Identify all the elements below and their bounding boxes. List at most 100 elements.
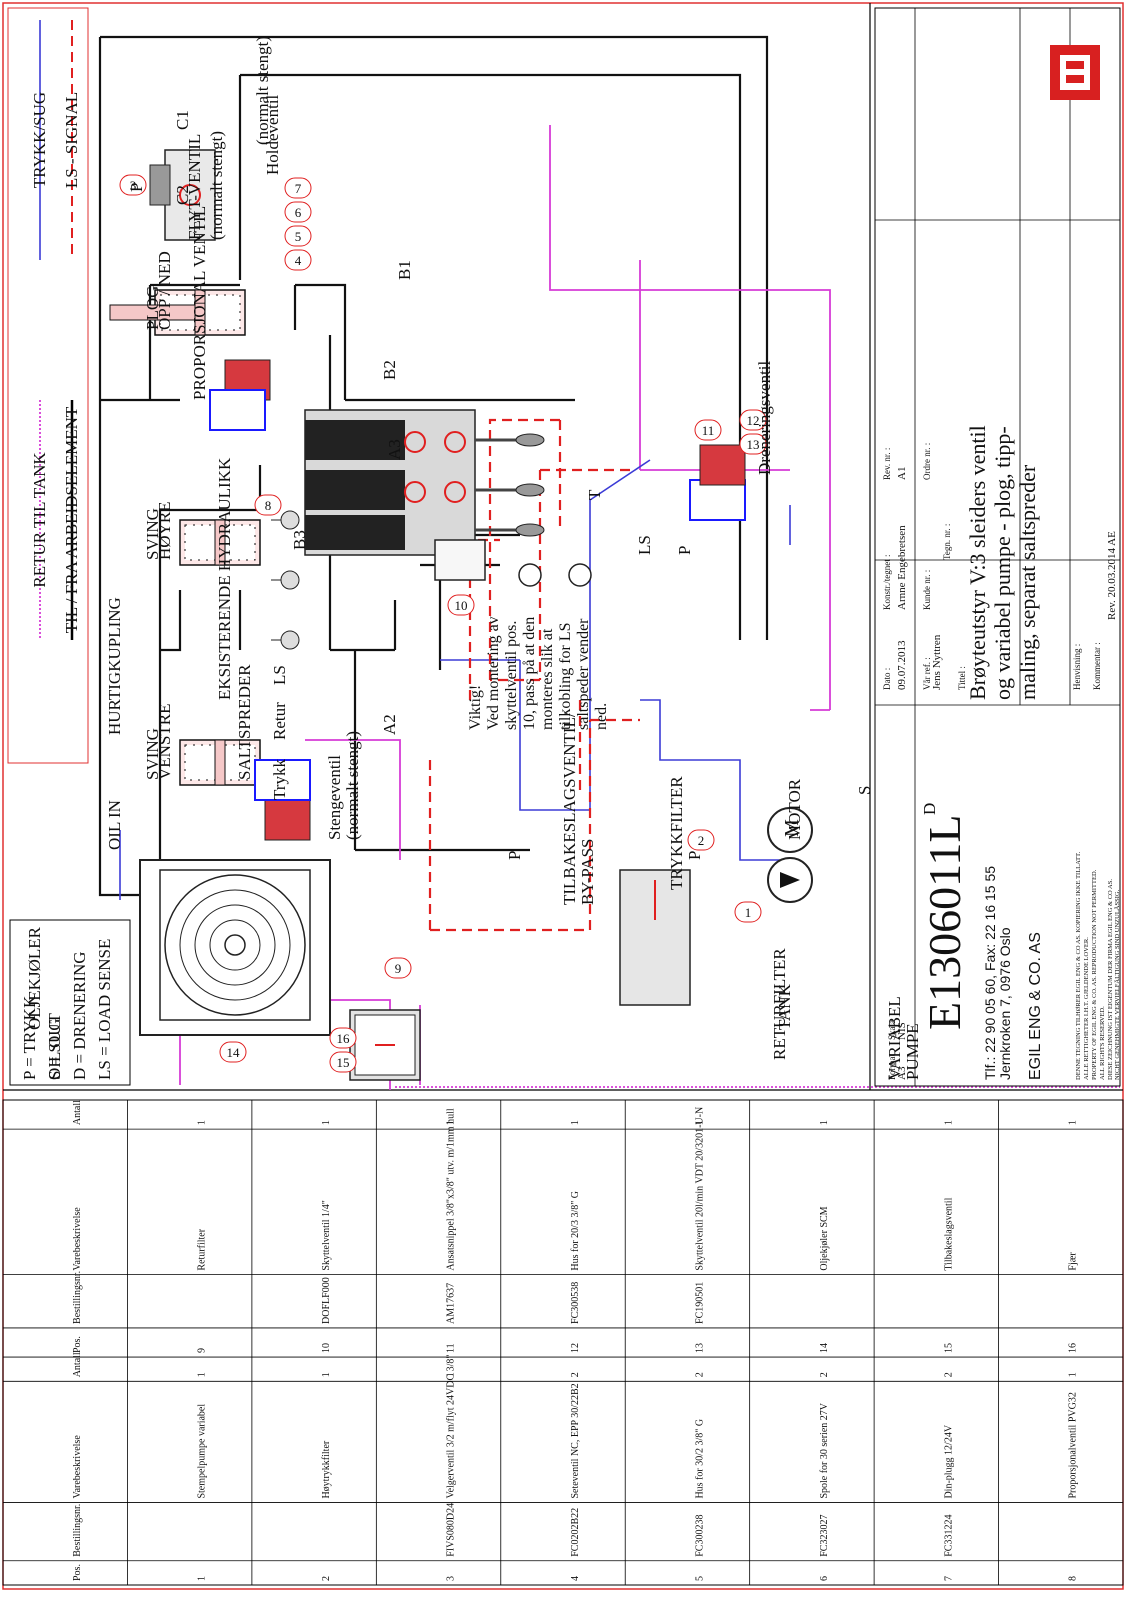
label-tilbakeslag-2: BY-PASS [578, 839, 597, 905]
svg-text:3: 3 [130, 178, 137, 193]
table-cell: 1 [445, 1120, 456, 1125]
label-retur: Retur [270, 702, 289, 740]
table-cell: 1 [197, 1372, 208, 1377]
title-line-2: og variabel pumpe - plog, tipp- [990, 426, 1015, 700]
table-header-cell: Antall [72, 1352, 83, 1377]
return-filter [349, 1009, 421, 1081]
legend-label-retur: RETUR TIL TANK [30, 452, 49, 588]
kunde-label: Kunde nr. : [922, 570, 932, 610]
viktig-line-2: Ved montering av [485, 616, 502, 730]
table-cell: 1 [197, 1120, 208, 1125]
svg-text:2: 2 [698, 833, 705, 848]
pressure-lines [119, 459, 791, 900]
label-c1: C1 [173, 110, 192, 130]
table-cell: Skyttelventil 20l/min VDT 20/3201-U-N [694, 1107, 705, 1271]
legend-label-til-fra: TIL / FRA ARBEIDSELEMENT [62, 406, 81, 633]
svg-text:5: 5 [295, 229, 302, 244]
flyt-ventil [149, 149, 216, 241]
legend-label-trykk: TRYKK/SUG [30, 92, 49, 188]
viktig-line-3: skyttelventil pos. [503, 621, 520, 730]
label-hurtigkupling: HURTIGKUPLING [105, 597, 124, 735]
callout-12: 12 [739, 409, 767, 431]
label-t: T [585, 489, 604, 500]
label-motor-m: M [781, 819, 803, 837]
label-d: D [920, 803, 939, 815]
svg-text:4: 4 [295, 253, 302, 268]
label-stengeventil: Stengeventil [325, 755, 344, 840]
table-cell: Returfilter [197, 1228, 208, 1270]
table-cell: 1 [1068, 1372, 1079, 1377]
svg-text:10: 10 [455, 598, 468, 613]
table-cell: 1 [819, 1120, 830, 1125]
proportional-valve-block [304, 409, 592, 587]
label-tilbakeslag-1: TILBAKESLAGSVENTIL/ [560, 712, 579, 905]
title-line-1: Brøyteutstyr V:3 sleiders ventil [965, 425, 990, 700]
viktig-line-5: monteres slik at [539, 628, 556, 730]
tegn-label: Tegn. nr. : [942, 524, 952, 560]
svg-text:11: 11 [702, 423, 715, 438]
rev-date: Rev. 20.03.2014 AE [1106, 531, 1118, 620]
cylinder-sving-venstre [179, 739, 261, 786]
svg-text:6: 6 [295, 205, 302, 220]
label-stenge-normal: (normalt stengt) [343, 731, 362, 840]
table-cell: FC0202B22 [570, 1508, 581, 1557]
callout-10: 10 [447, 594, 475, 616]
disclaimer: DENNE TEGNING TILHØRER EGIL ENG & CO AS.… [1075, 851, 1121, 1080]
label-eksisterende: EKSISTERENDE HYDRAULIKK [215, 457, 234, 700]
viktig-line-7: saltspeder vender [575, 618, 592, 730]
label-plog: PLOG [143, 286, 162, 330]
svg-text:DIESE ZEICHNUNG IST EIGENTUM D: DIESE ZEICHNUNG IST EIGENTUM DER FIRMA E… [1107, 879, 1114, 1080]
oil-cooler [139, 859, 331, 1036]
company-phone: Tlf.: 22 90 05 60, Fax: 22 16 15 55 [982, 866, 998, 1080]
table-cell: 2 [570, 1372, 581, 1377]
table-cell: 2 [321, 1576, 332, 1581]
table-cell: Seteventil NC, EPP 30/22B2 [570, 1383, 581, 1498]
svg-text:7: 7 [295, 181, 302, 196]
label-dreneringsventil: Dreneringsventil [755, 360, 774, 475]
label-b2: B2 [380, 360, 399, 380]
table-cell: Velgerventil 3/2 m/flyt 24VDC 3/8" [445, 1354, 456, 1498]
table-cell: FC331224 [943, 1515, 954, 1557]
component-labels: FLYT-VENTIL (normalt stengt) C1 C2 P Hol… [105, 36, 694, 800]
table-cell: Spole for 30 serien 27V [819, 1402, 830, 1498]
callout-13: 13 [739, 433, 767, 455]
table-cell: 1 [321, 1120, 332, 1125]
viktig-note: Viktig! Ved montering av skyttelventil p… [467, 616, 610, 730]
table-cell: 1 [197, 1576, 208, 1581]
skala-value: NIS [896, 1022, 908, 1040]
stengeventil [254, 759, 311, 841]
viktig-line-8: ned. [593, 703, 610, 730]
svg-text:NICHT GENEHMIGTE VERVIELFÄLTIG: NICHT GENEHMIGTE VERVIELFÄLTIGUNG SIND U… [1114, 889, 1121, 1080]
label-proporsjonalventil: PROPORSJONAL VENTIL [190, 206, 209, 400]
svg-text:PROPERTY OF EGIL ENG & CO. AS.: PROPERTY OF EGIL ENG & CO. AS. REPRODUCT… [1091, 869, 1098, 1080]
holdeventil [209, 359, 271, 431]
table-cell: Din-plugg 12/24V [943, 1424, 954, 1498]
svg-text:1: 1 [745, 905, 752, 920]
svg-text:14: 14 [227, 1045, 241, 1060]
table-cell: 3 [445, 1576, 456, 1581]
label-s: S [855, 786, 874, 795]
svg-text:13: 13 [747, 437, 760, 452]
table-cell: 1 [694, 1120, 705, 1125]
label-b3: B3 [290, 530, 309, 550]
table-cell: 8 [1068, 1576, 1079, 1581]
callout-15: 15 [329, 1051, 357, 1073]
svg-text:15: 15 [337, 1055, 350, 1070]
label-holdeventil: Holdeventil [263, 94, 282, 175]
table-cell: 10 [321, 1343, 332, 1353]
label-tank: TANK [775, 983, 794, 1030]
label-sving-hoyre-2: HØYRE [155, 501, 174, 560]
label-ls-saltspreder: LS [270, 665, 289, 685]
callout-7: 7 [284, 177, 312, 199]
callout-markers: 1 2 3 4 5 6 7 8 9 10 11 12 13 14 15 16 [119, 174, 767, 1073]
viktig-line-4: 10, pass på at den [521, 617, 538, 730]
table-cell: 14 [819, 1343, 830, 1353]
motor-pump [767, 807, 813, 903]
pressure-filter [619, 869, 691, 1006]
callout-3: 3 [119, 174, 147, 196]
label-variabel-1: VARIABEL [885, 996, 904, 1080]
ordre-label: Ordre nr. : [922, 443, 932, 480]
tittel-label: Tittel : [957, 666, 967, 690]
format-label: Format [887, 1054, 897, 1080]
